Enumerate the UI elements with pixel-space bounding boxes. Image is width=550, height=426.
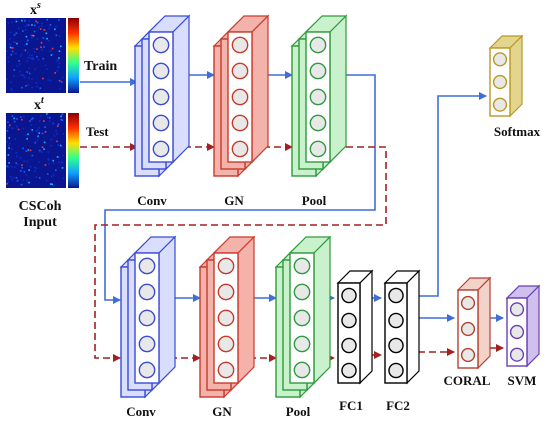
neuron [309, 114, 327, 132]
neuron [217, 283, 235, 301]
stage1-pool-label: Pool [302, 193, 327, 208]
train-arrow-stage1-to-stage2 [104, 74, 376, 304]
neuron [309, 62, 327, 80]
neuron [152, 114, 170, 132]
target-spectrogram-image [6, 113, 79, 188]
neuron [509, 347, 525, 362]
stage2-conv-block [119, 235, 177, 399]
stage1-gn-label: GN [224, 193, 244, 208]
neuron [309, 36, 327, 54]
neuron [460, 347, 476, 363]
test-path-label: Test [86, 124, 109, 139]
connection-arrows [80, 71, 504, 362]
svm-label: SVM [508, 373, 537, 388]
stage2-conv-label: Conv [126, 404, 156, 419]
svm-block [505, 284, 541, 368]
source-input-superscript: s [36, 0, 41, 11]
neuron [217, 361, 235, 379]
source-spectrogram-image [6, 18, 79, 93]
neuron [217, 309, 235, 327]
neuron [388, 362, 404, 379]
neuron [293, 257, 311, 275]
neuron [341, 312, 357, 329]
softmax-block [488, 34, 524, 118]
neuron [309, 88, 327, 106]
stage1-pool-block [290, 14, 348, 178]
softmax-label: Softmax [494, 124, 541, 139]
neuron [293, 361, 311, 379]
neuron [138, 257, 156, 275]
train-path-label: Train [84, 59, 117, 74]
stage2-fc2-label: FC2 [386, 398, 410, 413]
neuron [217, 257, 235, 275]
neuron [309, 140, 327, 158]
neuron [138, 283, 156, 301]
neuron [231, 36, 249, 54]
stage2-gn-block [198, 235, 256, 399]
layer-blocks [119, 14, 541, 399]
stage2-fc1-label: FC1 [339, 398, 363, 413]
neuron [388, 287, 404, 304]
stage2-gn-label: GN [212, 404, 232, 419]
neuron [231, 62, 249, 80]
target-input-label: xt [34, 95, 45, 113]
stage1-conv-label: Conv [137, 193, 167, 208]
neuron [231, 140, 249, 158]
neuron [388, 337, 404, 354]
stage1-gn-block [212, 14, 270, 178]
neuron [492, 97, 508, 112]
neuron [492, 74, 508, 90]
neuron [509, 324, 525, 340]
fc1-block [336, 269, 374, 385]
neuron [152, 62, 170, 80]
neuron [231, 88, 249, 106]
input-caption-line2: Input [23, 215, 57, 230]
neuron [293, 309, 311, 327]
neuron [460, 321, 476, 337]
source-input-label: xs [30, 0, 41, 18]
neuron [388, 312, 404, 329]
target-input-superscript: t [41, 95, 45, 106]
input-caption-line1: CSCoh [19, 199, 62, 214]
stage2-pool-label: Pool [286, 404, 311, 419]
neuron [341, 362, 357, 379]
fc2-block [383, 269, 421, 385]
neuron [152, 140, 170, 158]
neuron [341, 287, 357, 304]
coral-label: CORAL [444, 373, 491, 388]
stage1-conv-block [133, 14, 191, 178]
neuron [293, 283, 311, 301]
neuron [231, 114, 249, 132]
train-arrow-fc2-softmax [407, 92, 487, 297]
neuron [509, 302, 525, 317]
neuron [293, 335, 311, 353]
neuron [460, 295, 476, 311]
neuron [152, 36, 170, 54]
neuron [152, 88, 170, 106]
neuron [138, 361, 156, 379]
test-arrow-stage1-to-stage2 [94, 146, 387, 362]
stage2-pool-block [274, 235, 332, 399]
neuron [138, 309, 156, 327]
coral-block [456, 276, 492, 370]
neuron [138, 335, 156, 353]
neuron [341, 337, 357, 354]
neuron [217, 335, 235, 353]
neuron [492, 52, 508, 67]
